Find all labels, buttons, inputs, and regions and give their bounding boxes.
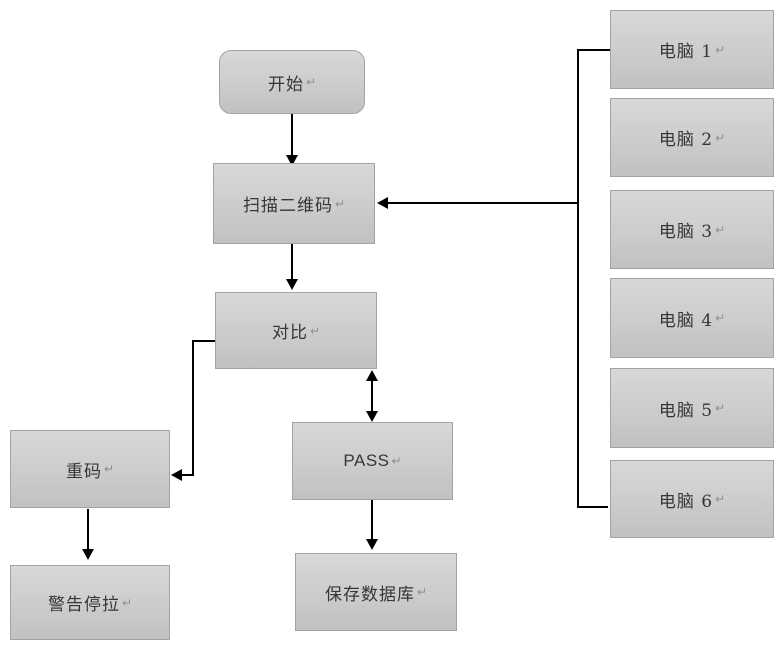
paragraph-mark: ↵ [715, 222, 726, 237]
node-scan-label: 扫描二维码 [242, 196, 333, 216]
node-computer-4: 电脑 4↵ [610, 278, 774, 358]
paragraph-mark: ↵ [391, 454, 402, 468]
node-computer-3-label: 电脑 3 [658, 222, 714, 242]
node-computer-5-label: 电脑 5 [658, 400, 714, 421]
node-scan: 扫描二维码↵ [213, 163, 375, 244]
paragraph-mark: ↵ [334, 196, 346, 211]
node-computer-6: 电脑 6↵ [610, 460, 774, 538]
paragraph-mark: ↵ [715, 311, 726, 325]
paragraph-mark: ↵ [103, 462, 115, 476]
node-duplicate: 重码↵ [10, 430, 170, 508]
paragraph-mark: ↵ [309, 323, 321, 338]
connector-pass-to-save [366, 500, 378, 550]
node-warning: 警告停拉↵ [10, 565, 170, 640]
paragraph-mark: ↵ [715, 42, 726, 57]
node-computer-1: 电脑 1↵ [610, 10, 774, 89]
node-computer-6-label: 电脑 6 [658, 491, 714, 512]
node-save-label: 保存数据库 [324, 584, 415, 605]
node-start: 开始↵ [219, 50, 365, 114]
node-pass: PASS↵ [292, 422, 453, 500]
node-compare: 对比↵ [215, 292, 377, 369]
node-compare-label: 对比 [271, 323, 308, 343]
paragraph-mark: ↵ [305, 75, 317, 89]
node-computer-5: 电脑 5↵ [610, 368, 774, 448]
connector-compare-to-pass [366, 370, 378, 422]
connector-duplicate-to-warning [82, 509, 94, 560]
paragraph-mark: ↵ [715, 401, 726, 415]
paragraph-mark: ↵ [121, 595, 133, 610]
node-computer-2: 电脑 2↵ [610, 98, 774, 177]
paragraph-mark: ↵ [715, 130, 726, 145]
connector-bracket-to-scan [377, 197, 578, 209]
node-computer-4-label: 电脑 4 [658, 310, 714, 331]
node-duplicate-label: 重码 [65, 461, 102, 482]
node-save: 保存数据库↵ [295, 553, 457, 631]
connector-scan-to-compare [286, 244, 298, 290]
connector-compare-to-duplicate [171, 340, 215, 481]
node-warning-label: 警告停拉 [47, 595, 120, 615]
node-computer-2-label: 电脑 2 [658, 130, 714, 150]
node-computer-3: 电脑 3↵ [610, 190, 774, 269]
connector-start-to-scan [286, 114, 298, 166]
node-start-label: 开始 [267, 74, 304, 95]
paragraph-mark: ↵ [416, 585, 428, 599]
paragraph-mark: ↵ [715, 492, 726, 506]
node-computer-1-label: 电脑 1 [658, 42, 714, 62]
node-pass-label: PASS [343, 451, 390, 470]
connector-computers-bracket [577, 49, 610, 508]
